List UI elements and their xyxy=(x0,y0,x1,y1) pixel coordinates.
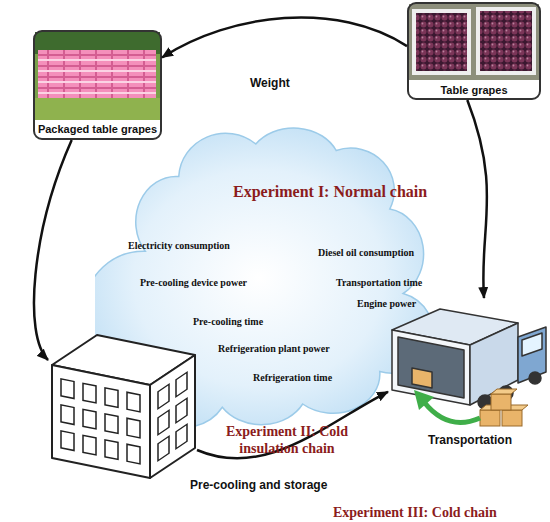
experiment-label: Experiment II: Cold insulation chain xyxy=(213,423,361,457)
photo-box: Table grapes xyxy=(407,2,541,100)
parameter-label: Engine power xyxy=(357,298,416,309)
parameter-label: Electricity consumption xyxy=(128,240,230,251)
flow-arrow xyxy=(467,100,487,298)
node-label: Pre-cooling and storage xyxy=(190,478,327,492)
flow-arrow xyxy=(162,18,407,58)
truck-node: Transportation xyxy=(388,298,548,432)
truck-icon xyxy=(392,309,546,409)
parameter-label: Transportation time xyxy=(336,277,422,288)
flow-arrow xyxy=(34,140,72,360)
parameter-label: Refrigeration plant power xyxy=(218,343,330,354)
experiment-label: Experiment III: Cold chain xyxy=(333,504,497,521)
building-icon xyxy=(52,335,195,478)
parameter-label: Pre-cooling device power xyxy=(140,277,247,288)
node-label: Transportation xyxy=(428,433,512,447)
chain-title: Experiment I: Normal chain xyxy=(233,183,427,201)
packaged-photo xyxy=(35,32,160,120)
parameter-label: Diesel oil consumption xyxy=(318,247,414,258)
photo-caption: Packaged table grapes xyxy=(35,123,160,135)
parameter-label: Refrigeration time xyxy=(253,372,332,383)
flow-arrow xyxy=(197,392,388,459)
edge-label: Weight xyxy=(250,76,290,90)
grapes-photo xyxy=(409,4,539,80)
cargo-boxes xyxy=(480,389,528,426)
cloud-shape: Experiment I: Normal chainElectricity co… xyxy=(95,105,430,430)
parameter-label: Pre-cooling time xyxy=(193,316,263,327)
photo-caption: Table grapes xyxy=(409,84,539,96)
photo-box: Packaged table grapes xyxy=(33,30,162,140)
storage-node: Pre-cooling and storage xyxy=(48,330,197,480)
loading-arrow xyxy=(414,390,480,422)
cloud-path xyxy=(95,128,430,428)
